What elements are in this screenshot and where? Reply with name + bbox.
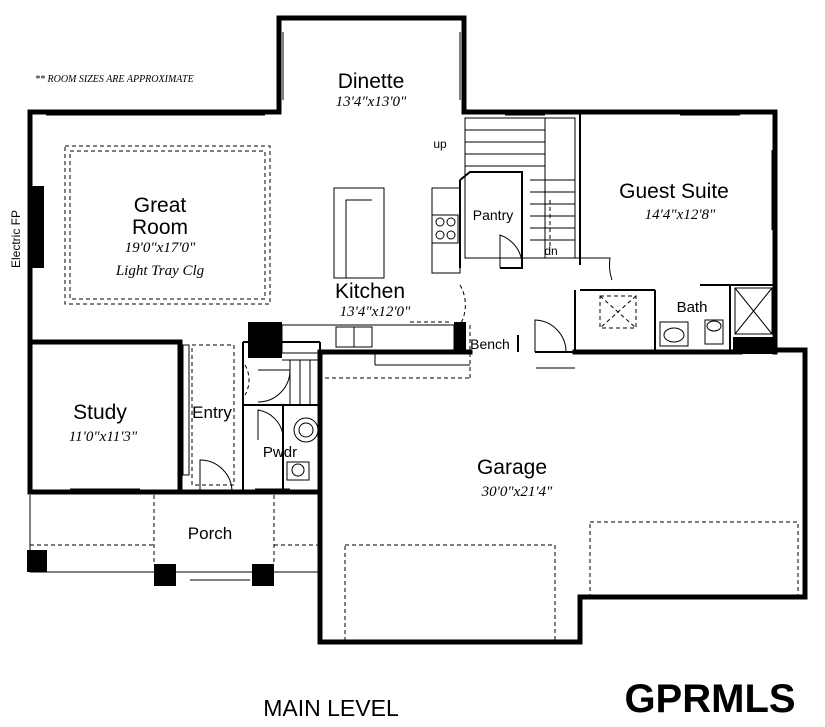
study-size: 11'0"x11'3"	[69, 429, 138, 445]
great-room-size: 19'0"x17'0"	[125, 240, 196, 256]
dinette-size: 13'4"x13'0"	[336, 94, 407, 110]
structural-posts	[27, 186, 775, 586]
interior-walls	[242, 112, 775, 492]
entry-closet	[191, 344, 235, 486]
bench-label: Bench	[470, 336, 510, 352]
porch-label: Porch	[188, 524, 232, 543]
stairs	[282, 117, 576, 405]
powder-label: Pwdr	[263, 444, 297, 461]
great-room-feature: Light Tray Clg	[115, 263, 205, 279]
kitchen-size: 13'4"x12'0"	[340, 304, 411, 320]
great-room-label-line1: Great	[134, 194, 187, 217]
tray-ceiling-outline	[64, 145, 271, 305]
pantry-label: Pantry	[473, 207, 513, 223]
entry-sidelite	[182, 344, 190, 476]
stairs-up-label: up	[433, 137, 447, 151]
bath-label: Bath	[677, 299, 708, 316]
exterior-walls	[27, 15, 808, 645]
porch-outline	[29, 495, 318, 573]
guest-suite-label: Guest Suite	[619, 180, 729, 203]
kitchen-label: Kitchen	[335, 280, 405, 303]
garage-label: Garage	[477, 456, 547, 479]
windows	[46, 32, 773, 581]
great-room-label-line2: Room	[132, 216, 188, 239]
fireplace-label: Electric FP	[9, 210, 23, 268]
kitchen-fixtures	[281, 187, 471, 379]
guest-suite-size: 14'4"x12'8"	[645, 207, 716, 223]
entry-label: Entry	[192, 403, 232, 422]
level-title: MAIN LEVEL	[263, 695, 399, 721]
brand-logo: GPRMLS	[624, 677, 795, 721]
dinette-label: Dinette	[338, 70, 405, 93]
bath-fixtures	[286, 287, 773, 481]
approx-note: ** ROOM SIZES ARE APPROXIMATE	[35, 74, 194, 85]
doors	[199, 234, 613, 493]
tray-ceiling-inner	[69, 150, 266, 300]
study-label: Study	[73, 401, 127, 424]
garage-size: 30'0"x21'4"	[481, 484, 553, 500]
garage-doors	[344, 521, 799, 643]
stairs-down-label: dn	[544, 244, 557, 258]
